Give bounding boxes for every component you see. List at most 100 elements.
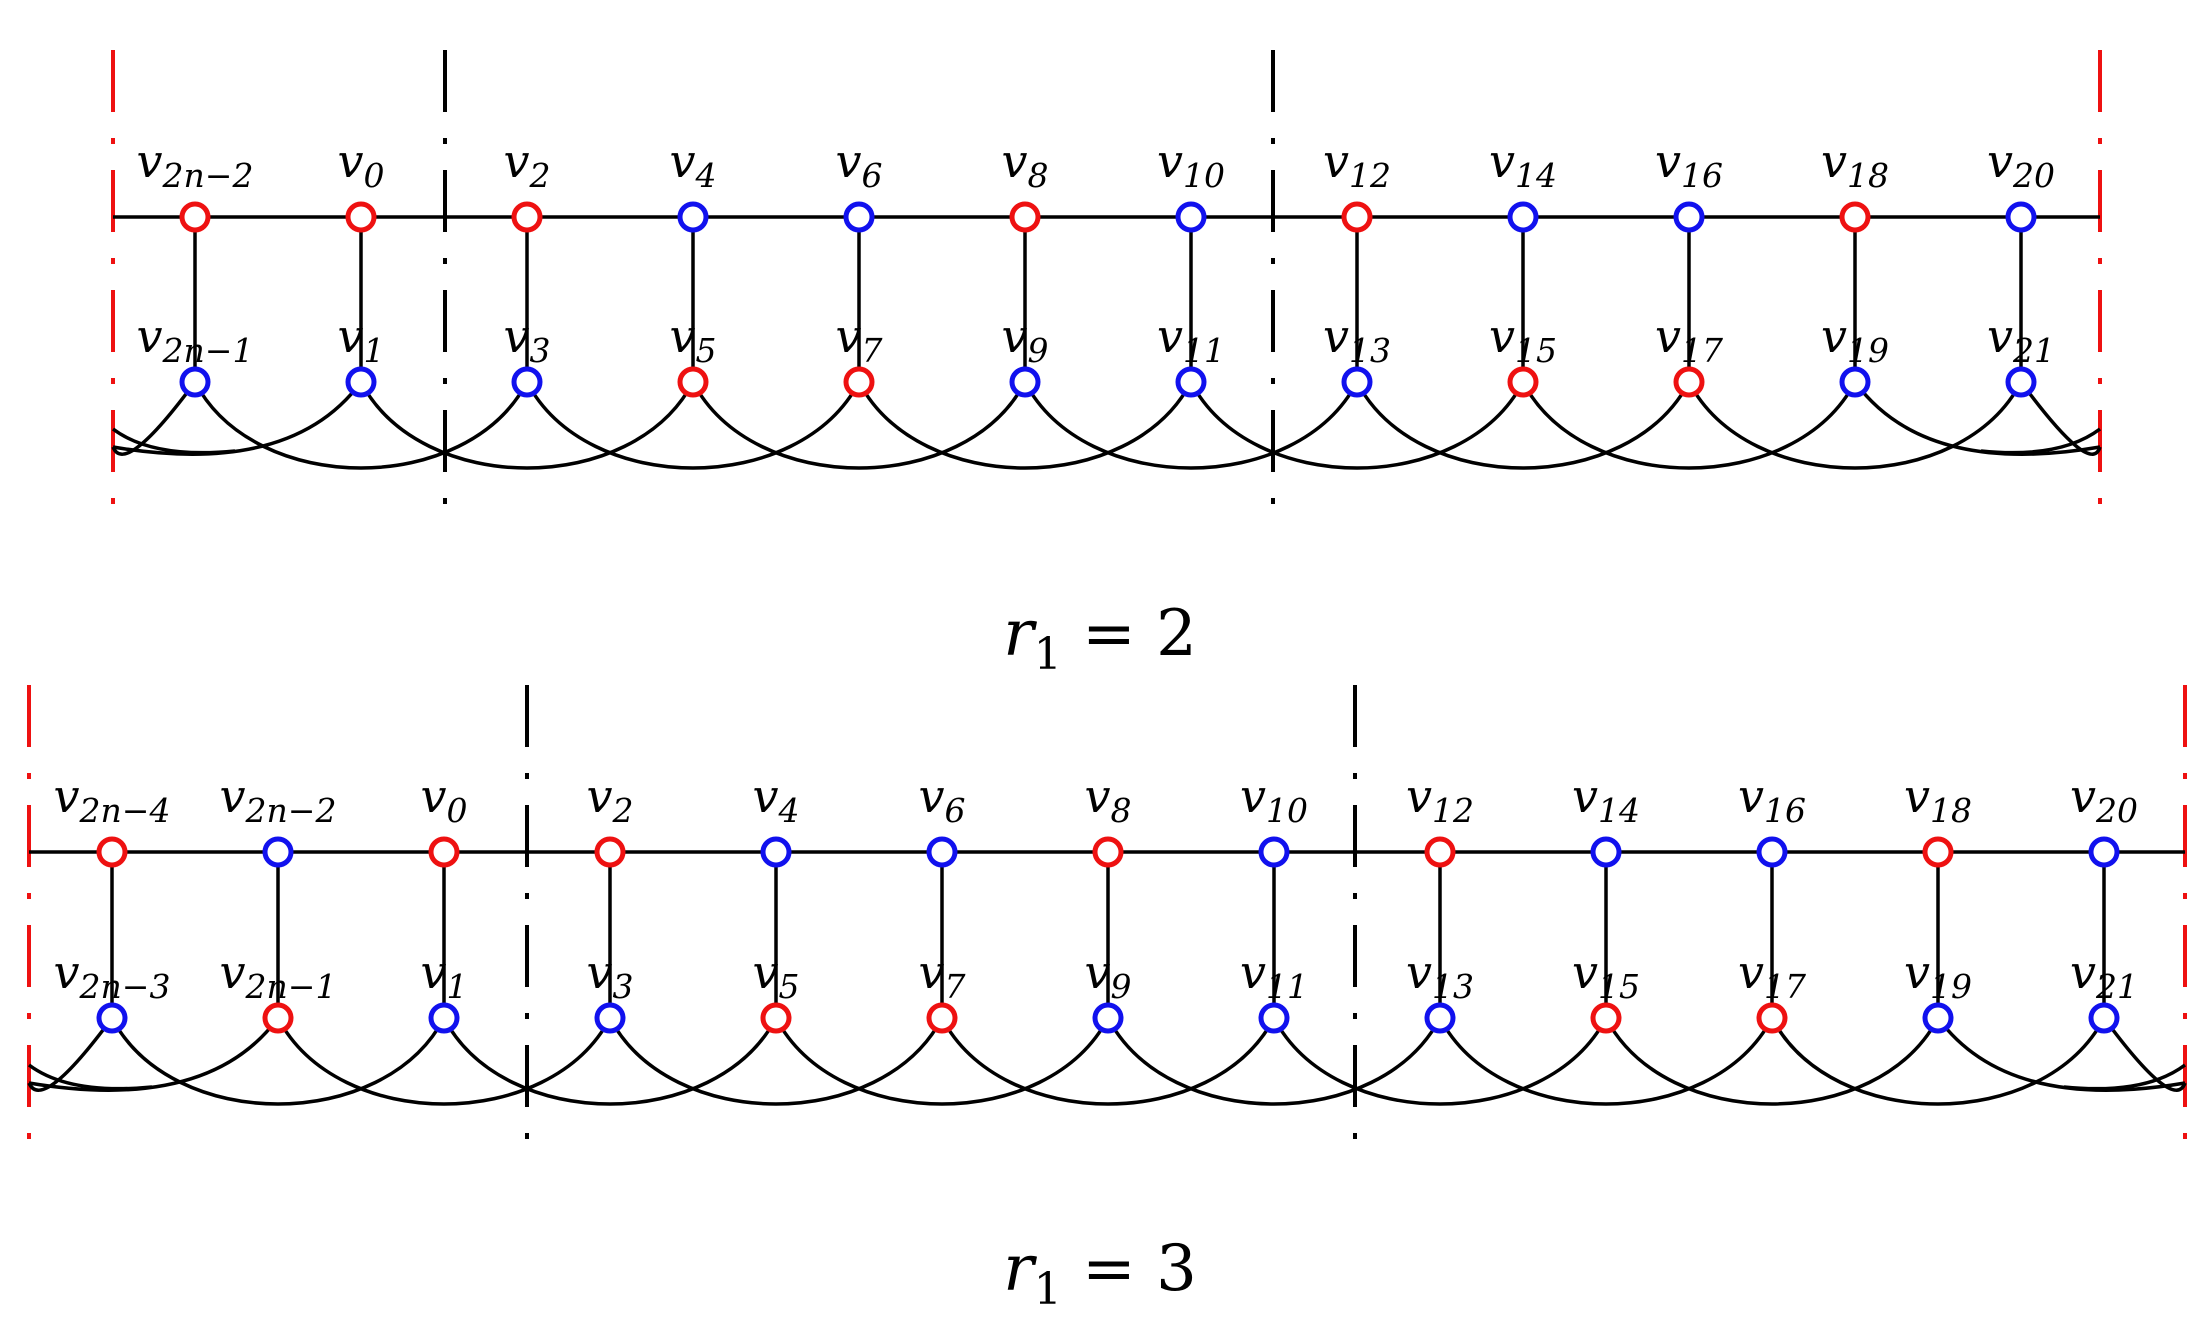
arc-edge [940, 1017, 1276, 1106]
vertex-label-base: v [421, 945, 447, 999]
arc-edge [1604, 1017, 1940, 1106]
vertex-label-subscript: 20 [2095, 791, 2138, 830]
wrap-arc-edge [1936, 1016, 2186, 1092]
vertex-label-subscript: 15 [1598, 967, 1640, 1006]
arc-edge [193, 381, 529, 470]
vertex-label-subscript: 2 [529, 156, 551, 195]
vertex-node [345, 201, 377, 233]
arc-edge [442, 1017, 778, 1106]
vertex-node [96, 836, 128, 868]
vertex-label-base: v [1821, 309, 1847, 363]
vertex-label: v5 [753, 945, 800, 1006]
vertex-label-base: v [919, 769, 945, 823]
vertex-label-base: v [220, 769, 246, 823]
vertex-node [1424, 836, 1456, 868]
vertex-label: v21 [2070, 945, 2138, 1006]
vertex-label-subscript: 2n−1 [162, 331, 254, 370]
vertex-label: v0 [338, 134, 385, 195]
vertex-label-subscript: 16 [1764, 791, 1806, 830]
vertex-label: v19 [1904, 945, 1972, 1006]
caption-value: = 3 [1062, 1232, 1197, 1306]
vertex-label: v17 [1655, 309, 1723, 370]
vertex-label: v15 [1489, 309, 1557, 370]
vertex-label: v6 [919, 769, 966, 830]
vertex-node [1341, 366, 1373, 398]
vertex-node [1424, 1002, 1456, 1034]
vertex-label-base: v [1489, 309, 1515, 363]
caption-subscript: 1 [1034, 629, 1062, 680]
vertex-label: v21 [1987, 309, 2055, 370]
vertex-label: v2n−2 [137, 134, 254, 195]
vertex-node [1092, 836, 1124, 868]
vertex-label-subscript: 9 [1111, 967, 1132, 1006]
vertex-label: v10 [1157, 134, 1225, 195]
arc-edge [691, 381, 1027, 470]
vertex-label: v14 [1572, 769, 1640, 830]
vertex-label-subscript: 11 [1183, 331, 1225, 370]
vertex-label: v13 [1323, 309, 1391, 370]
vertex-node [1092, 1002, 1124, 1034]
vertex-label-subscript: 18 [1847, 156, 1889, 195]
vertex-node [1341, 201, 1373, 233]
vertex-label-base: v [1655, 134, 1681, 188]
vertex-label-base: v [2070, 945, 2096, 999]
vertex-label-base: v [1738, 945, 1764, 999]
vertex-label-base: v [1987, 309, 2013, 363]
vertex-label: v16 [1738, 769, 1806, 830]
wrap-arc-edge [111, 380, 197, 456]
vertex-label: v8 [1085, 769, 1132, 830]
vertex-label-base: v [1572, 769, 1598, 823]
arc-edge [1272, 1017, 1608, 1106]
wrap-arc-edge [112, 380, 363, 456]
arc-edge [1438, 1017, 1774, 1106]
vertex-label: v19 [1821, 309, 1889, 370]
vertex-node [1673, 366, 1705, 398]
vertex-label-base: v [753, 945, 779, 999]
vertex-label-subscript: 0 [447, 791, 468, 830]
vertex-label-subscript: 10 [1266, 791, 1308, 830]
vertex-label: v3 [587, 945, 634, 1006]
vertex-node [1258, 1002, 1290, 1034]
vertex-node [511, 366, 543, 398]
vertex-label-base: v [220, 945, 246, 999]
vertex-label-subscript: 14 [1515, 156, 1557, 195]
vertex-node [926, 836, 958, 868]
vertex-label-subscript: 8 [1028, 156, 1049, 195]
panel-caption: r1 = 3 [1003, 1232, 1197, 1315]
vertex-label-base: v [836, 309, 862, 363]
vertex-label: v4 [753, 769, 800, 830]
vertex-label-subscript: 5 [779, 967, 800, 1006]
vertex-node [760, 1002, 792, 1034]
vertex-node [345, 366, 377, 398]
vertex-label-base: v [137, 309, 163, 363]
vertex-label-subscript: 13 [1349, 331, 1391, 370]
vertex-node [1756, 1002, 1788, 1034]
vertex-label-subscript: 2n−4 [79, 791, 171, 830]
vertex-node [2088, 836, 2120, 868]
vertex-label-subscript: 8 [1111, 791, 1132, 830]
vertex-label-base: v [1240, 769, 1266, 823]
vertex-label: v3 [504, 309, 551, 370]
vertex-label-base: v [137, 134, 163, 188]
vertex-node [760, 836, 792, 868]
vertex-label: v17 [1738, 945, 1806, 1006]
vertex-label-subscript: 9 [1028, 331, 1049, 370]
vertex-label-subscript: 10 [1183, 156, 1225, 195]
wrap-arc-edge [27, 1063, 153, 1091]
vertex-label: v8 [1002, 134, 1049, 195]
vertex-label-base: v [1738, 769, 1764, 823]
vertex-label-subscript: 16 [1681, 156, 1723, 195]
vertex-label-base: v [919, 945, 945, 999]
vertex-label: v12 [1323, 134, 1391, 195]
vertex-label-subscript: 12 [1349, 156, 1391, 195]
vertex-node [2088, 1002, 2120, 1034]
vertex-label-base: v [421, 769, 447, 823]
vertex-node [1590, 1002, 1622, 1034]
wrap-arc-edge [28, 1016, 280, 1092]
vertex-label-base: v [587, 769, 613, 823]
arc-edge [1189, 381, 1525, 470]
caption-value: = 2 [1062, 597, 1197, 671]
vertex-label-subscript: 17 [1681, 331, 1723, 370]
vertex-label-subscript: 12 [1432, 791, 1474, 830]
